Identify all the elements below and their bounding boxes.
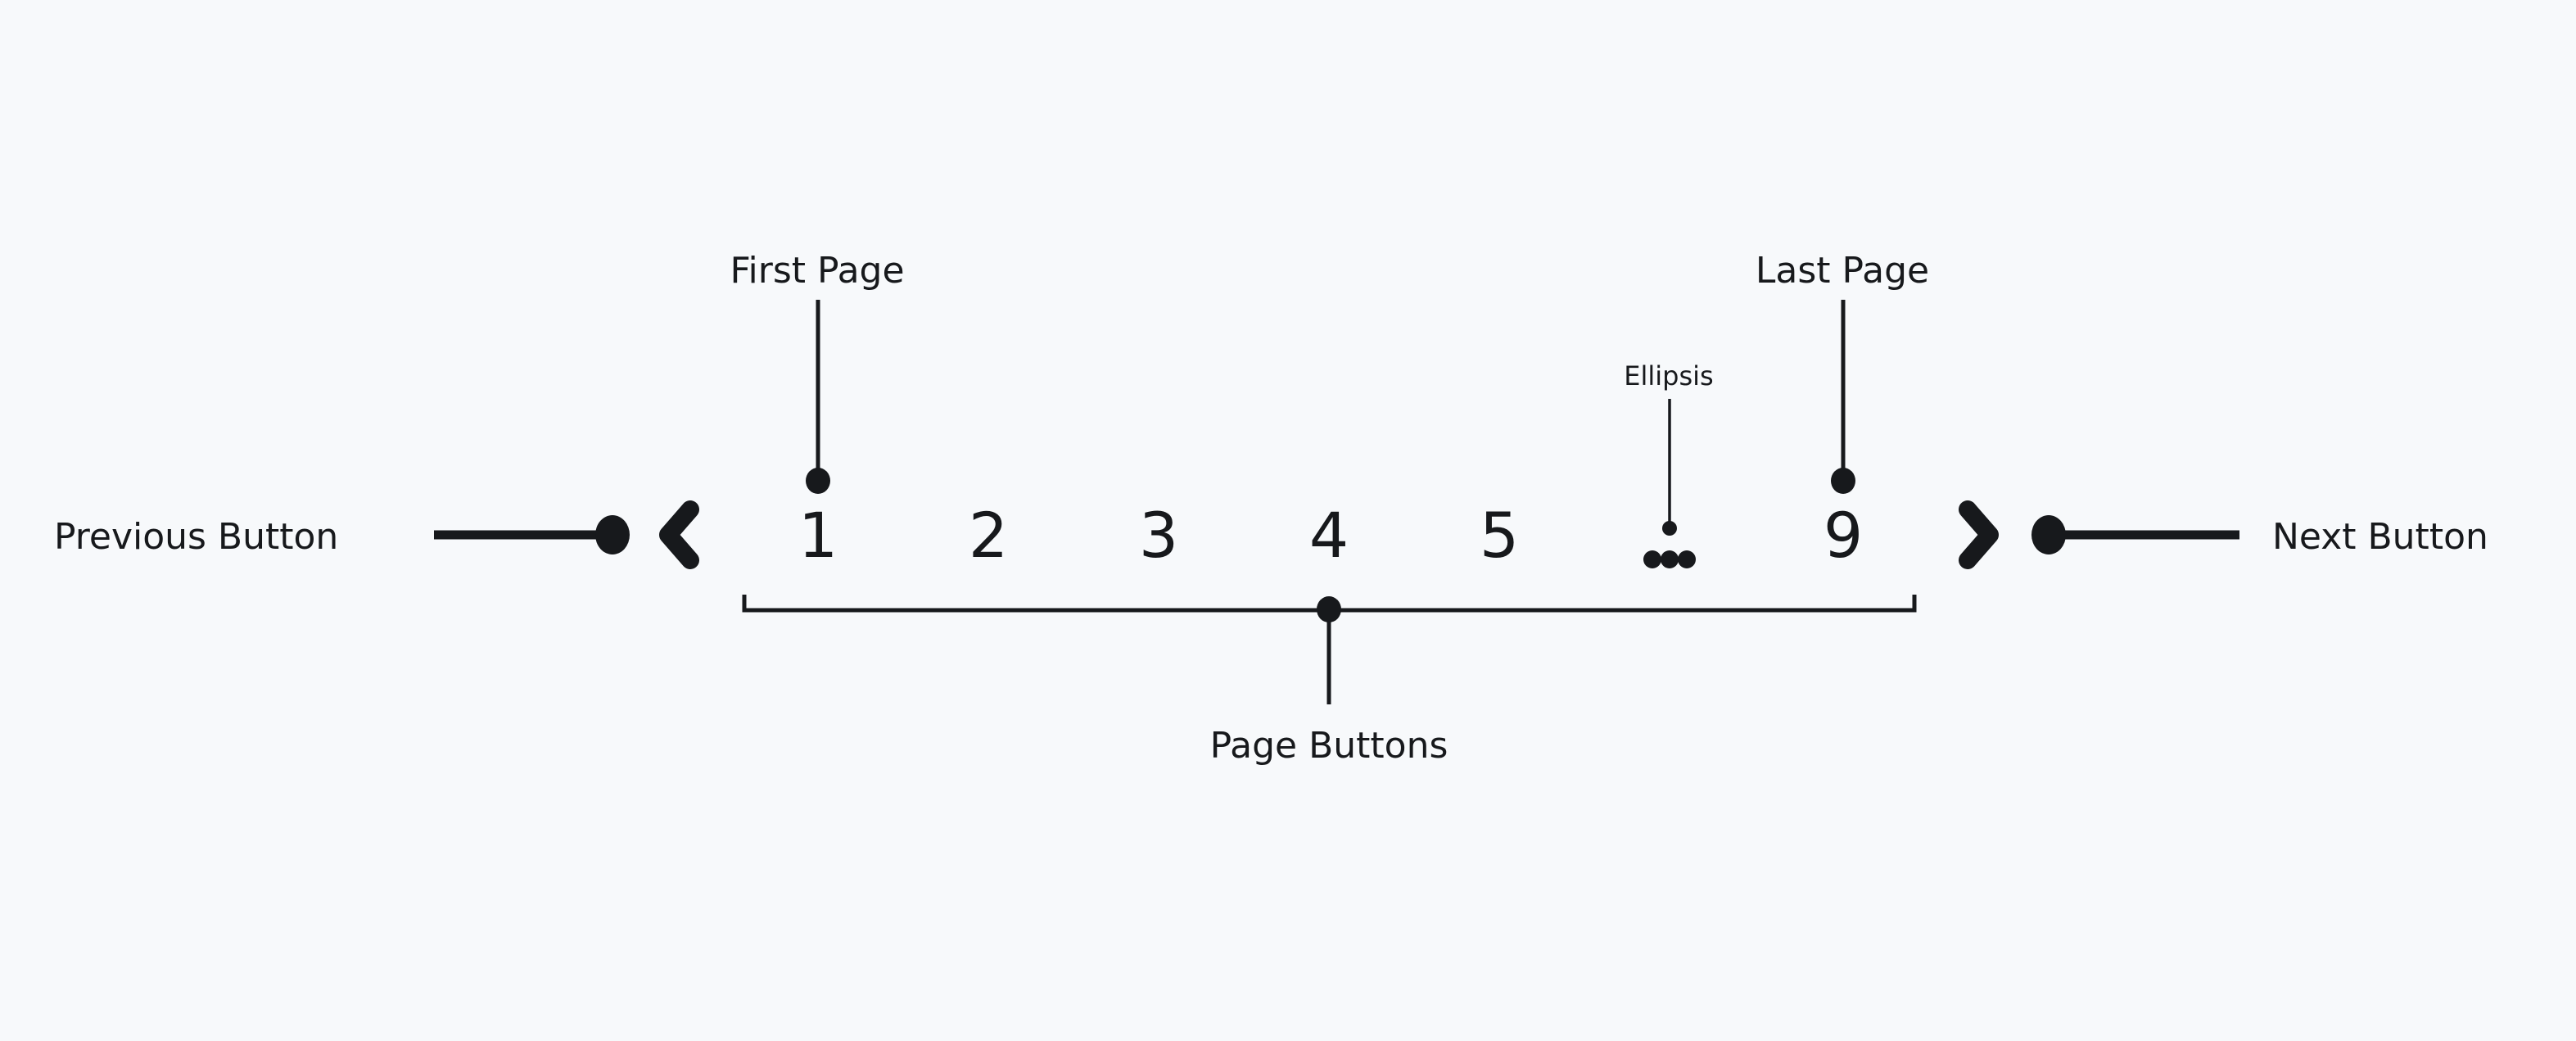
leader-dot-first-page — [806, 468, 830, 494]
leader-dot-last-page — [1831, 468, 1855, 494]
page-button-9[interactable]: 9 — [1824, 499, 1863, 572]
previous-page-button[interactable] — [659, 500, 699, 569]
annotation-previous-button: Previous Button — [54, 515, 630, 558]
page-button-2[interactable]: 2 — [969, 499, 1008, 572]
annotation-ellipsis: Ellipsis — [1624, 360, 1714, 536]
ellipsis-dot-1 — [1643, 550, 1661, 568]
annotation-label-first-page: First Page — [730, 250, 904, 292]
page-buttons-group: 1 2 3 4 5 9 — [798, 499, 1863, 572]
leader-dot-previous-button — [595, 515, 630, 554]
chevron-left-icon — [659, 500, 699, 569]
annotation-label-previous-button: Previous Button — [54, 516, 338, 558]
page-button-3[interactable]: 3 — [1139, 499, 1178, 572]
annotation-label-last-page: Last Page — [1756, 250, 1929, 292]
next-page-button[interactable] — [1959, 500, 1999, 569]
annotation-first-page: First Page — [730, 250, 905, 494]
annotation-label-next-button: Next Button — [2272, 516, 2488, 558]
annotation-next-button: Next Button — [2031, 515, 2488, 558]
page-button-4[interactable]: 4 — [1309, 499, 1349, 572]
page-button-5[interactable]: 5 — [1480, 499, 1519, 572]
ellipsis-dot-3 — [1678, 550, 1696, 568]
annotation-label-ellipsis: Ellipsis — [1624, 360, 1713, 392]
annotation-label-page-buttons: Page Buttons — [1210, 725, 1448, 767]
leader-dot-next-button — [2031, 515, 2066, 554]
leader-dot-ellipsis — [1662, 521, 1677, 536]
ellipsis-indicator — [1643, 550, 1696, 568]
chevron-right-icon — [1959, 500, 1999, 569]
ellipsis-dot-2 — [1661, 550, 1679, 568]
annotation-page-buttons: Page Buttons — [742, 595, 1917, 767]
page-button-1[interactable]: 1 — [798, 499, 838, 572]
leader-dot-page-buttons — [1317, 596, 1341, 622]
annotation-last-page: Last Page — [1756, 250, 1929, 494]
